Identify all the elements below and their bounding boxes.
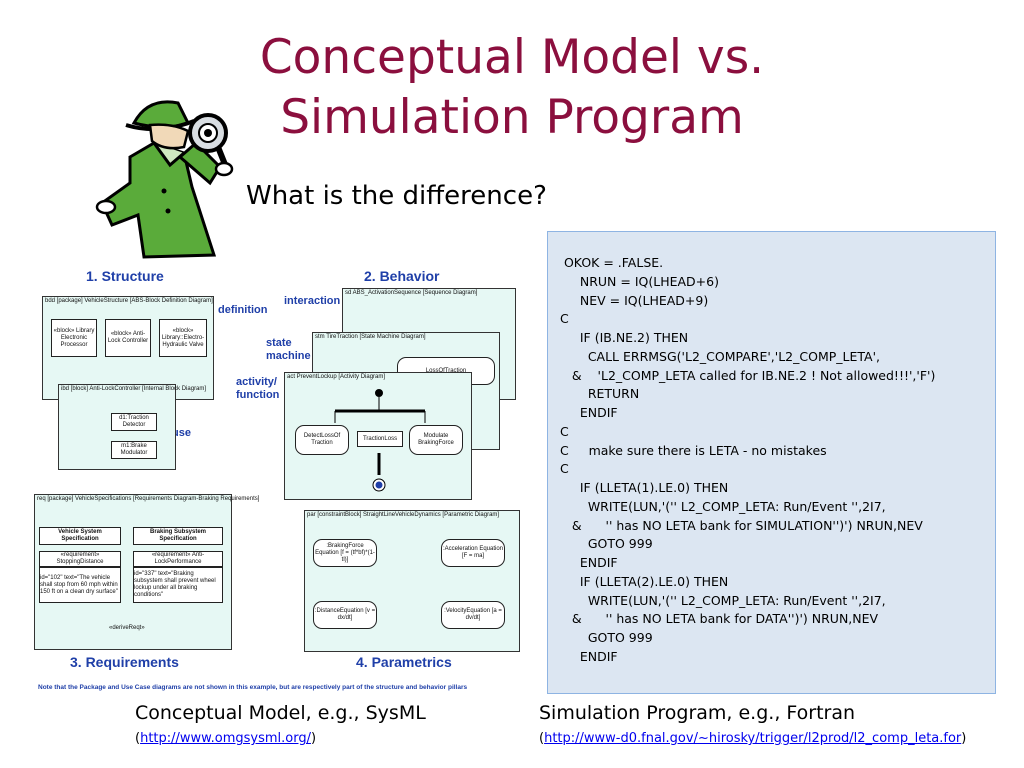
link-line-sysml: (http://www.omgsysml.org/) <box>135 731 316 746</box>
code-line: WRITE(LUN,'('' L2_COMP_LETA: Run/Event '… <box>560 592 886 608</box>
code-line: ENDIF <box>560 405 618 420</box>
label-use: use <box>172 427 191 439</box>
constraint-acceleration: :Acceleration Equation [F = ma] <box>441 539 505 567</box>
stm-header: stm TireTraction [State Machine Diagram] <box>315 334 426 340</box>
ibd-header: ibd [block] Anti-LockController [Interna… <box>61 386 207 392</box>
action-detect-loss: DetectLossOf Traction <box>295 425 349 455</box>
activity-flow <box>334 389 426 492</box>
block-hydraulic-valve: «block» Library::Electro-Hydraulic Valve <box>159 319 207 357</box>
paren-open: ( <box>135 731 141 746</box>
action-modulate-braking: Modulate BrakingForce <box>409 425 463 455</box>
fortran-code-box: OKOK = .FALSE. NRUN = IQ(LHEAD+6) NEV = … <box>547 231 996 694</box>
code-line: NRUN = IQ(LHEAD+6) <box>560 273 719 289</box>
block-anti-lock-controller: «block» Anti-Lock Controller <box>105 319 151 357</box>
code-line: C make sure there is LETA - no mistakes <box>560 442 827 458</box>
link-line-fortran: (http://www-d0.fnal.gov/~hirosky/trigger… <box>539 731 966 746</box>
sysml-figure: 1. Structure 2. Behavior 3. Requirements… <box>30 262 525 694</box>
paren-close: ) <box>961 731 967 746</box>
constraint-velocity: :VelocityEquation [a = dv/dt] <box>441 601 505 629</box>
fortran-source-link[interactable]: http://www-d0.fnal.gov/~hirosky/trigger/… <box>544 731 962 746</box>
parametric-diagram: par [constraintBlock] StraightLineVehicl… <box>304 510 520 652</box>
code-line: IF (LLETA(2).LE.0) THEN <box>560 573 729 589</box>
par-header: par [constraintBlock] StraightLineVehicl… <box>307 512 500 518</box>
activity-diagram: act PreventLockup [Activity Diagram] Det… <box>284 372 472 500</box>
caption-conceptual-model: Conceptual Model, e.g., SysML <box>135 702 426 724</box>
code-line: OKOK = .FALSE. <box>560 255 664 270</box>
code-line: & 'L2_COMP_LETA called for IB.NE.2 ! Not… <box>560 367 936 383</box>
heading-behavior: 2. Behavior <box>364 268 440 284</box>
heading-structure: 1. Structure <box>86 268 164 284</box>
detective-clipart-icon <box>95 100 234 259</box>
derive-reqt-label: «deriveReqt» <box>109 625 145 631</box>
code-line: GOTO 999 <box>560 630 653 645</box>
block-vehicle-spec: Vehicle System Specification <box>39 527 121 545</box>
req-stopping-distance: «requirement» StoppingDistance <box>39 551 121 567</box>
code-line: NEV = IQ(LHEAD+9) <box>560 292 709 308</box>
code-listing: OKOK = .FALSE. NRUN = IQ(LHEAD+6) NEV = … <box>560 254 935 667</box>
title-line-1: Conceptual Model vs. <box>259 30 765 85</box>
slide-title: Conceptual Model vs. Simulation Program <box>0 28 1024 148</box>
code-line: C <box>560 461 569 477</box>
code-line: C <box>560 311 569 327</box>
req-anti-lock-text: id="337" text="Braking subsystem shall p… <box>133 567 223 603</box>
code-line: GOTO 999 <box>560 536 653 552</box>
req-stopping-text: id="102" text="The vehicle shall stop fr… <box>39 567 121 603</box>
bdd-diagram: bdd [package] VehicleStructure [ABS-Bloc… <box>42 296 214 400</box>
requirements-diagram: req [package] VehicleSpecifications [Req… <box>34 494 259 650</box>
label-activity-function: activity/ function <box>236 376 280 401</box>
code-line: & '' has NO LETA bank for SIMULATION'')'… <box>560 517 923 533</box>
code-line: IF (IB.NE.2) THEN <box>560 330 689 345</box>
code-line: C <box>560 423 569 439</box>
heading-requirements: 3. Requirements <box>70 654 179 670</box>
code-line: CALL ERRMSG('L2_COMPARE','L2_COMP_LETA', <box>560 348 881 364</box>
sysml-link[interactable]: http://www.omgsysml.org/ <box>140 731 311 746</box>
title-line-2: Simulation Program <box>280 90 744 145</box>
block-traction-detector: d1:Traction Detector <box>111 413 157 431</box>
figure-note: Note that the Package and Use Case diagr… <box>38 684 468 691</box>
code-line: RETURN <box>560 386 640 402</box>
paren-open: ( <box>539 731 545 746</box>
heading-parametrics: 4. Parametrics <box>356 654 452 670</box>
label-definition: definition <box>218 304 268 316</box>
code-line: ENDIF <box>560 648 618 664</box>
label-state-machine: state machine <box>266 337 311 362</box>
constraint-distance: :DistanceEquation [v = dx/dt] <box>313 601 377 629</box>
code-line: WRITE(LUN,'('' L2_COMP_LETA: Run/Event '… <box>560 498 886 514</box>
label-interaction: interaction <box>284 295 341 307</box>
req-anti-lock-performance: «requirement» Anti-LockPerformance <box>133 551 223 567</box>
block-braking-spec: Braking Subsystem Specification <box>133 527 223 545</box>
block-brake-modulator: m1:Brake Modulator <box>111 441 157 459</box>
paren-close: ) <box>310 731 317 746</box>
ibd-diagram: ibd [block] Anti-LockController [Interna… <box>58 384 206 470</box>
object-traction-loss: TractionLoss <box>357 431 403 447</box>
bdd-header: bdd [package] VehicleStructure [ABS-Bloc… <box>45 298 213 304</box>
req-header: req [package] VehicleSpecifications [Req… <box>37 496 260 502</box>
subtitle: What is the difference? <box>246 181 547 211</box>
code-line: & '' has NO LETA bank for DATA'')') NRUN… <box>560 611 879 627</box>
block-library-processor: «block» Library Electronic Processor <box>51 319 97 357</box>
constraint-braking-force: :BrakingForce Equation [f = (tf*bf)*(1-t… <box>313 539 377 567</box>
code-line: ENDIF <box>560 555 618 570</box>
caption-simulation-program: Simulation Program, e.g., Fortran <box>539 702 856 724</box>
act-header: act PreventLockup [Activity Diagram] <box>287 374 386 380</box>
sd-header: sd ABS_ActivationSequence [Sequence Diag… <box>345 290 478 296</box>
code-line: IF (LLETA(1).LE.0) THEN <box>560 480 729 495</box>
